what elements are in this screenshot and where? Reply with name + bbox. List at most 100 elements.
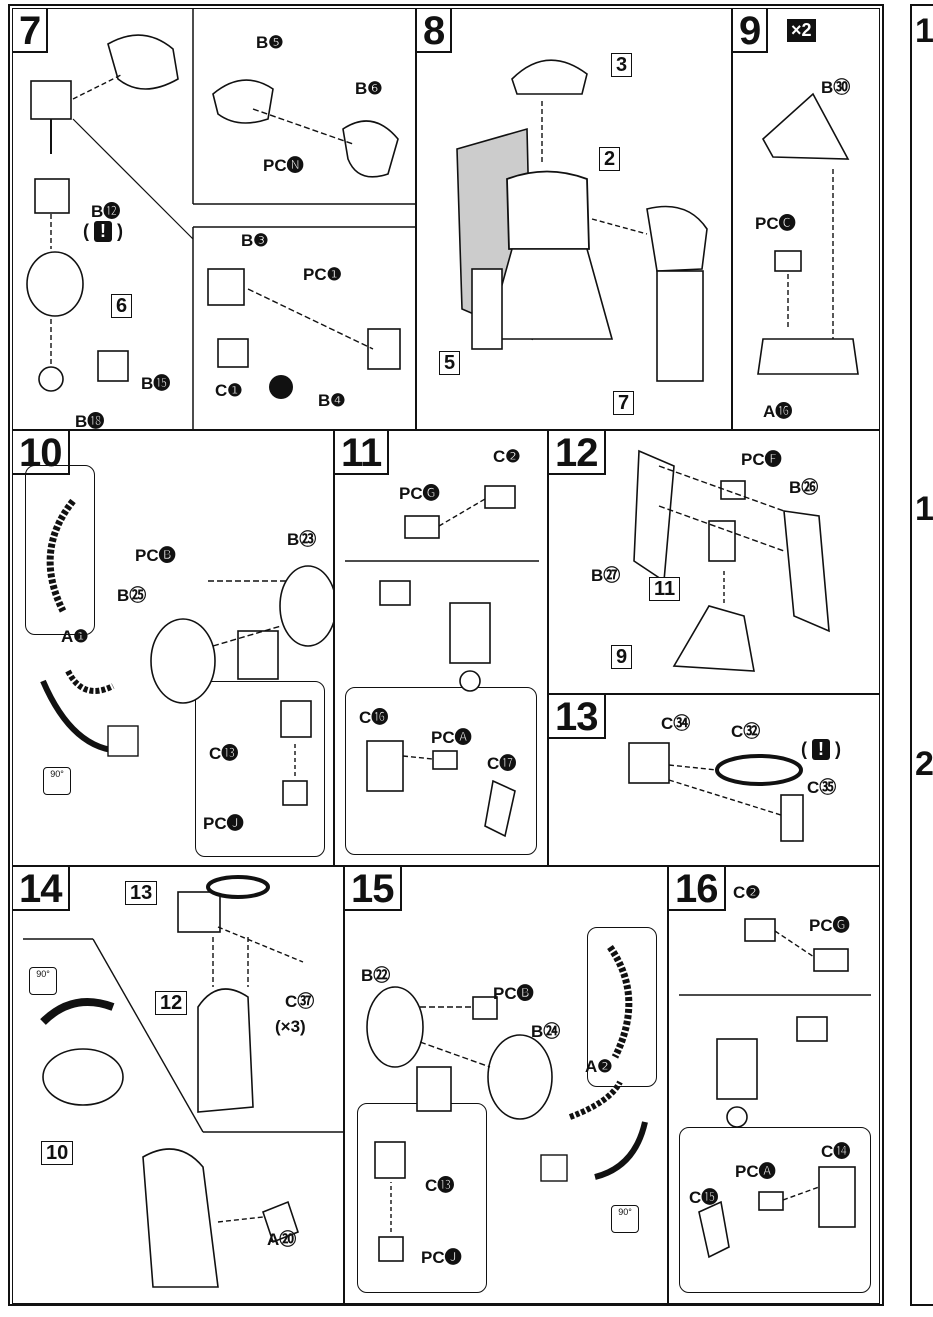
detail-box xyxy=(345,687,537,855)
step-11-drawing xyxy=(345,485,539,838)
part-label: A⓰ xyxy=(763,402,793,421)
step-10-drawing xyxy=(40,498,333,806)
part-label: A❶ xyxy=(61,627,89,646)
part-label: C⓮ xyxy=(821,1142,851,1161)
step-9: 9 ×2 B㉚ PC🅒 A⓰ xyxy=(732,8,880,430)
step-number: 16 xyxy=(669,867,726,911)
multiplier-label: (×3) xyxy=(275,1017,306,1036)
step-16: 16 C❷ PC🅖 C⓮ PC🅐 C⓯ xyxy=(668,866,880,1304)
step-14-drawing xyxy=(23,875,343,1288)
step-ref: 11 xyxy=(649,577,681,601)
step-number: 7 xyxy=(13,9,49,53)
part-label: C⓭ xyxy=(209,744,239,763)
warning-mark: ( ! ) xyxy=(83,221,123,242)
step-number: 13 xyxy=(549,695,606,739)
part-label: PC🅙 xyxy=(421,1248,462,1267)
step-8: 8 3 2 5 7 xyxy=(416,8,732,430)
part-label: C㊲ xyxy=(285,992,315,1011)
part-label: B❺ xyxy=(256,33,284,52)
part-label: B⓯ xyxy=(141,374,171,393)
part-label: B㉗ xyxy=(591,566,621,585)
part-label: PC🅖 xyxy=(399,484,440,503)
hose-detail-box xyxy=(25,465,95,635)
step-9-drawing xyxy=(757,92,859,375)
step-ref: 13 xyxy=(125,881,158,905)
part-label: C❷ xyxy=(733,883,761,902)
side-number-1: 1 xyxy=(915,12,933,50)
step-ref: 6 xyxy=(111,294,133,318)
multiplier-badge: ×2 xyxy=(787,19,816,42)
step-11: 11 PC🅖 C❷ C⓰ PC🅐 C⓱ xyxy=(334,430,548,866)
part-label: PC🅖 xyxy=(809,916,850,935)
step-number: 10 xyxy=(13,431,70,475)
step-12: 12 PC🅕 B㉖ B㉗ 11 9 xyxy=(548,430,880,694)
step-8-drawing xyxy=(456,59,708,382)
part-label: C㉞ xyxy=(661,714,691,733)
detail-box xyxy=(679,1127,871,1293)
part-label: PC🅑 xyxy=(135,546,176,565)
part-label: B⓲ xyxy=(75,412,105,430)
part-label: C❶ xyxy=(215,381,243,400)
part-label: B❻ xyxy=(355,79,383,98)
step-ref: 7 xyxy=(613,391,635,415)
part-label: PC🅐 xyxy=(735,1162,776,1181)
part-label: B❹ xyxy=(318,391,346,410)
part-label: PC❶ xyxy=(303,265,342,284)
part-label: C⓱ xyxy=(487,754,517,773)
step-14: 14 13 C㊲ (×3) 12 10 A⑳ 90° xyxy=(12,866,344,1304)
step-ref: 12 xyxy=(155,991,188,1015)
step-16-drawing xyxy=(679,918,871,1259)
part-label: PC🅝 xyxy=(263,156,304,175)
part-label: A⑳ xyxy=(267,1230,297,1249)
step-12-drawing xyxy=(633,449,830,672)
hose-detail-box xyxy=(587,927,657,1087)
step-15: 15 B㉒ PC🅑 B㉔ A❷ C⓭ PC🅙 90° xyxy=(344,866,668,1304)
part-label: C㉟ xyxy=(807,778,837,797)
step-ref: 2 xyxy=(599,147,621,171)
part-label: B㉔ xyxy=(531,1022,561,1041)
part-label: PC🅐 xyxy=(431,728,472,747)
part-label: C⓰ xyxy=(359,708,389,727)
part-label: C❷ xyxy=(493,447,521,466)
rotate-icon: 90° xyxy=(43,767,71,795)
step-number: 15 xyxy=(345,867,402,911)
step-number: 8 xyxy=(417,9,453,53)
part-label: PC🅑 xyxy=(493,984,534,1003)
step-number: 14 xyxy=(13,867,70,911)
part-label: B❸ xyxy=(241,231,269,250)
step-13: 13 C㉞ C㉜ ( ! ) C㉟ xyxy=(548,694,880,866)
step-ref: 5 xyxy=(439,351,461,375)
step-13-drawing xyxy=(628,742,804,842)
part-label: PC🅙 xyxy=(203,814,244,833)
part-label: B㉓ xyxy=(287,530,317,549)
part-label: B㉒ xyxy=(361,966,391,985)
part-label: PC🅕 xyxy=(741,450,782,469)
rotate-icon: 90° xyxy=(611,1205,639,1233)
side-frame xyxy=(910,4,933,1306)
step-number: 12 xyxy=(549,431,606,475)
detail-box xyxy=(195,681,325,857)
part-label: B㉖ xyxy=(789,478,819,497)
part-label: C㉜ xyxy=(731,722,761,741)
step-number: 11 xyxy=(335,431,390,475)
part-label: A❷ xyxy=(585,1057,613,1076)
step-ref: 9 xyxy=(611,645,633,669)
step-ref: 10 xyxy=(41,1141,74,1165)
part-label: B⓬ xyxy=(91,202,121,221)
step-number: 9 xyxy=(733,9,769,53)
warning-mark: ( ! ) xyxy=(801,739,841,760)
step-15-drawing xyxy=(366,944,648,1262)
side-number-2: 1 xyxy=(915,490,933,528)
part-label: B㉚ xyxy=(821,78,851,97)
part-label: PC🅒 xyxy=(755,214,796,233)
step-7-drawing xyxy=(26,9,415,429)
rotate-icon: 90° xyxy=(29,967,57,995)
side-number-3: 2 xyxy=(915,745,933,783)
part-label: C⓭ xyxy=(425,1176,455,1195)
part-label: B㉕ xyxy=(117,586,147,605)
step-7: 7 B❺ B❻ PC🅝 xyxy=(12,8,416,430)
step-ref: 3 xyxy=(611,53,633,77)
part-label: C⓯ xyxy=(689,1188,719,1207)
step-10: 10 PC🅑 B㉓ B㉕ A❶ C⓭ PC🅙 90° xyxy=(12,430,334,866)
